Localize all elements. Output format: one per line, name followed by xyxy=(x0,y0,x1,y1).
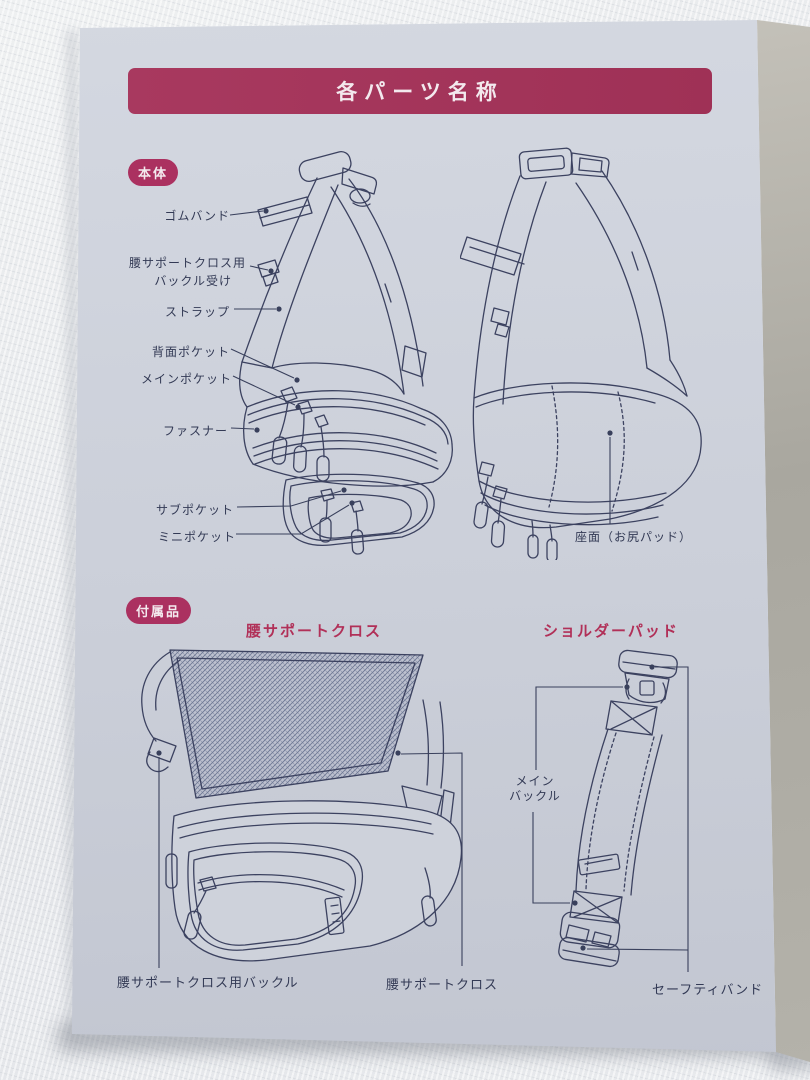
label-cross-buckle-receiver-line1: 腰サポートクロス用 xyxy=(128,256,246,270)
label-main-buckle-line1: メイン xyxy=(515,774,555,788)
label-main-buckle-line2: バックル xyxy=(509,789,561,803)
page-title: 各パーツ名称 xyxy=(336,81,504,104)
shoulder-pad-diagram xyxy=(558,649,678,968)
label-gom-band: ゴムバンド xyxy=(164,209,230,223)
label-mini-pocket: ミニポケット xyxy=(157,530,236,544)
label-fastener: ファスナー xyxy=(162,424,228,438)
section-badge-body: 本体 xyxy=(128,159,179,186)
label-waist-cross: 腰サポートクロス xyxy=(386,977,499,992)
label-back-pocket: 背面ポケット xyxy=(151,345,230,359)
heading-shoulder-pad: ショルダーパッド xyxy=(543,623,679,640)
label-sub-pocket: サブポケット xyxy=(155,503,234,517)
heading-waist-support-cross: 腰サポートクロス xyxy=(246,623,383,640)
label-strap: ストラップ xyxy=(164,305,230,319)
page-title-banner: 各パーツ名称 xyxy=(128,68,712,114)
label-main-pocket: メインポケット xyxy=(140,372,232,386)
front-bag-diagram xyxy=(239,150,453,555)
section-badge-accessories: 付属品 xyxy=(126,597,192,624)
label-cross-buckle-receiver-line2: バックル受け xyxy=(154,274,232,288)
waist-cross-diagram xyxy=(141,649,463,962)
label-safety-band: セーフティバンド xyxy=(652,982,764,997)
label-waist-cross-buckle: 腰サポートクロス用バックル xyxy=(117,975,299,990)
label-seat-pad: 座面（お尻パッド） xyxy=(575,530,693,544)
label-main-buckle: メイン バックル xyxy=(505,774,565,804)
rear-bag-diagram xyxy=(460,147,702,560)
